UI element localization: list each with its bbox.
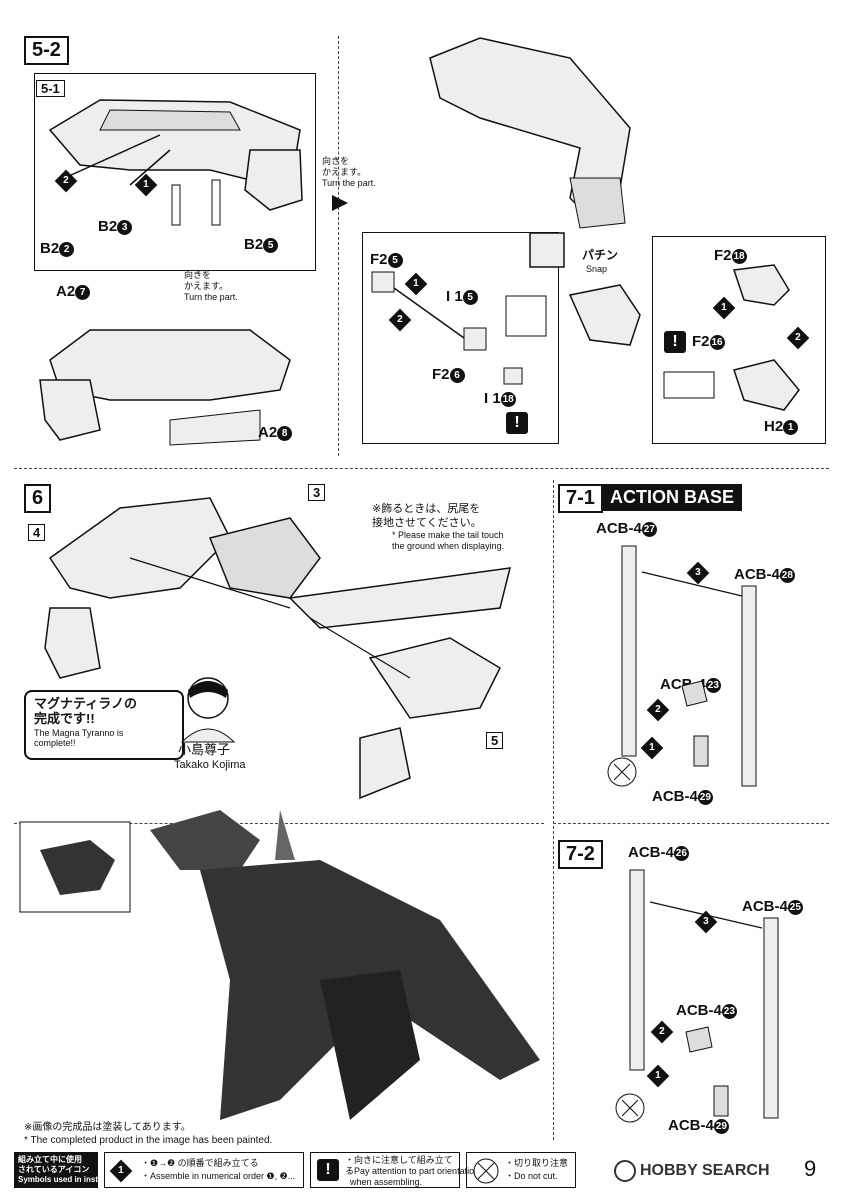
legend-order: 1 ・❶→❷ の順番で組み立てる ・Assemble in numerical … <box>104 1152 304 1188</box>
turn-note-side-jp: 向きを かえます。 <box>322 156 367 177</box>
turn-arrow-icon <box>332 195 348 211</box>
legend-cut-en: ・Do not cut. <box>505 1171 558 1181</box>
completion-speech-bubble: マグナティラノの 完成です!! The Magna Tyranno is com… <box>24 690 184 760</box>
step-6-badge: 6 <box>24 484 52 513</box>
orientation-warning-icon: ! <box>506 412 528 434</box>
step-5-2-badge: 5-2 <box>24 36 69 65</box>
torso-assembled-drawing <box>429 37 631 229</box>
claw-detail-drawing <box>663 264 800 411</box>
sub-step-5-1-badge: 5-1 <box>36 80 65 97</box>
completed-model-photo <box>19 810 540 1120</box>
snap-en: Snap <box>586 264 608 274</box>
do-not-cut-icon <box>473 1158 499 1184</box>
step-7-2-badge: 7-2 <box>558 840 603 869</box>
legend-order-en: ・Assemble in numerical order ❶, ❷... <box>141 1171 296 1181</box>
watermark-logo-icon <box>614 1160 636 1182</box>
ref-box-4: 4 <box>28 524 46 541</box>
ref-box-3: 3 <box>308 484 326 501</box>
claw-part-drawing <box>529 232 641 346</box>
legend-title: 組み立て中に使用 されているアイコン Symbols used in instr… <box>14 1152 130 1188</box>
snap-label: パチン <box>582 248 619 262</box>
legend-order-jp: ・❶→❷ の順番で組み立てる <box>141 1158 259 1168</box>
step-number-icon: 1 <box>109 1159 133 1183</box>
step-7-1-badge: 7-1 <box>558 484 603 513</box>
step-divider <box>553 480 554 1140</box>
page-number: 9 <box>804 1156 817 1181</box>
painted-note-en: * The completed product in the image has… <box>24 1135 273 1146</box>
torso-part-drawing <box>48 99 303 211</box>
step-divider <box>338 36 339 456</box>
legend-orient-jp: ・向きに注意して組み立てる <box>345 1155 453 1176</box>
section-divider <box>14 468 829 469</box>
turn-note-side-en: Turn the part. <box>322 178 376 188</box>
turn-note-en: Turn the part. <box>184 292 238 302</box>
tail-note-en: * Please make the tail touch the ground … <box>392 530 505 551</box>
character-portrait <box>180 677 236 743</box>
turn-note-jp: 向きを かえます。 <box>184 270 229 291</box>
painted-note-jp: ※画像の完成品は塗装してあります。 <box>24 1122 191 1133</box>
watermark: HOBBY SEARCH <box>614 1160 770 1182</box>
orientation-warning-icon: ! <box>664 331 686 353</box>
arrow-pair <box>59 134 221 226</box>
action-base-arm-drawing-2 <box>615 869 779 1123</box>
character-name-en: Takako Kojima <box>174 759 246 771</box>
orientation-warning-icon: ! <box>317 1159 339 1181</box>
joint-part-drawing <box>371 271 547 385</box>
speech-jp: マグナティラノの 完成です!! <box>34 696 137 726</box>
action-base-arm-drawing <box>607 545 757 787</box>
character-name-jp: 小島尊子 <box>178 742 231 757</box>
legend-orient-en: ・Pay attention to part orientation when … <box>345 1166 480 1187</box>
tail-note-jp: ※飾るときは、尻尾を 接地させてください。 <box>372 503 482 529</box>
legend-cut: ・切り取り注意 ・Do not cut. <box>466 1152 576 1188</box>
legend-orientation: ! ・向きに注意して組み立てる ・Pay attention to part o… <box>310 1152 479 1188</box>
ref-box-5: 5 <box>486 732 504 749</box>
torso-turned-drawing <box>39 329 291 446</box>
section-divider <box>553 823 829 824</box>
symbol-legend: 組み立て中に使用 されているアイコン Symbols used in instr… <box>14 1152 834 1188</box>
legend-cut-jp: ・切り取り注意 <box>505 1158 569 1168</box>
action-base-title: ACTION BASE <box>602 484 743 511</box>
assembly-step6-drawing <box>44 497 511 800</box>
speech-en: The Magna Tyranno is complete!! <box>34 728 124 748</box>
